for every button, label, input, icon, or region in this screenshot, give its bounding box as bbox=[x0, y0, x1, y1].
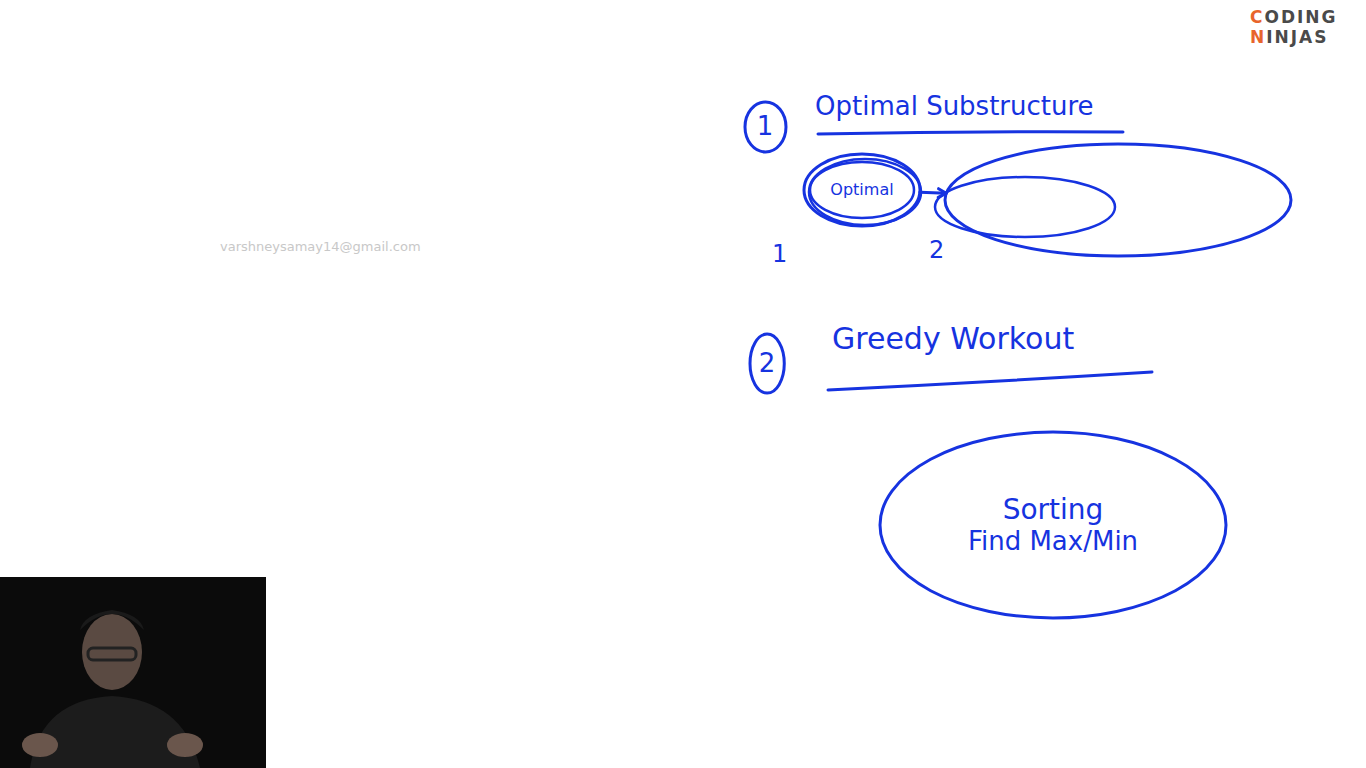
outline bbox=[804, 154, 920, 226]
logo-text: CODING bbox=[1250, 8, 1338, 28]
technique-ellipse: SortingFind Max/Min bbox=[878, 430, 1228, 620]
section-title: Optimal Substructure bbox=[815, 92, 1094, 122]
node-outline bbox=[943, 142, 1293, 258]
node-text: Sorting bbox=[1003, 493, 1104, 527]
node-text: Find Max/Min bbox=[968, 526, 1138, 557]
node-text-group: Optimal bbox=[830, 180, 893, 199]
webcam-feed bbox=[0, 577, 266, 768]
section-title: Greedy Workout bbox=[832, 322, 1074, 357]
node-text: 1 bbox=[757, 111, 774, 142]
subproblem-ellipse: Optimal1 bbox=[802, 152, 922, 228]
step-circle: 2 bbox=[748, 332, 786, 395]
node-text-group: 1 bbox=[757, 111, 774, 142]
logo-word: NINJAS bbox=[1250, 28, 1329, 48]
node-text-group: 2 bbox=[759, 348, 776, 379]
title-underline bbox=[818, 132, 1123, 134]
problem-ellipse: 2 bbox=[943, 142, 1293, 258]
node-number: 1 bbox=[772, 240, 787, 269]
watermark: varshneysamay14@gmail.com bbox=[220, 240, 421, 255]
logo-text: NINJAS bbox=[1250, 28, 1329, 48]
title-underline bbox=[828, 372, 1152, 390]
outline bbox=[744, 102, 785, 152]
sketch-ring bbox=[935, 177, 1115, 237]
node-number: 2 bbox=[929, 236, 944, 265]
sketch-ring bbox=[810, 162, 914, 218]
node-text-group: SortingFind Max/Min bbox=[968, 493, 1138, 558]
node-text: 2 bbox=[759, 348, 776, 379]
outline bbox=[945, 144, 1291, 256]
sketch-ring bbox=[809, 159, 921, 225]
outline bbox=[750, 334, 784, 393]
logo-word: CODING bbox=[1250, 8, 1338, 28]
node-text: Optimal bbox=[830, 180, 893, 199]
outline bbox=[880, 432, 1226, 618]
step-circle: 1 bbox=[743, 100, 788, 154]
